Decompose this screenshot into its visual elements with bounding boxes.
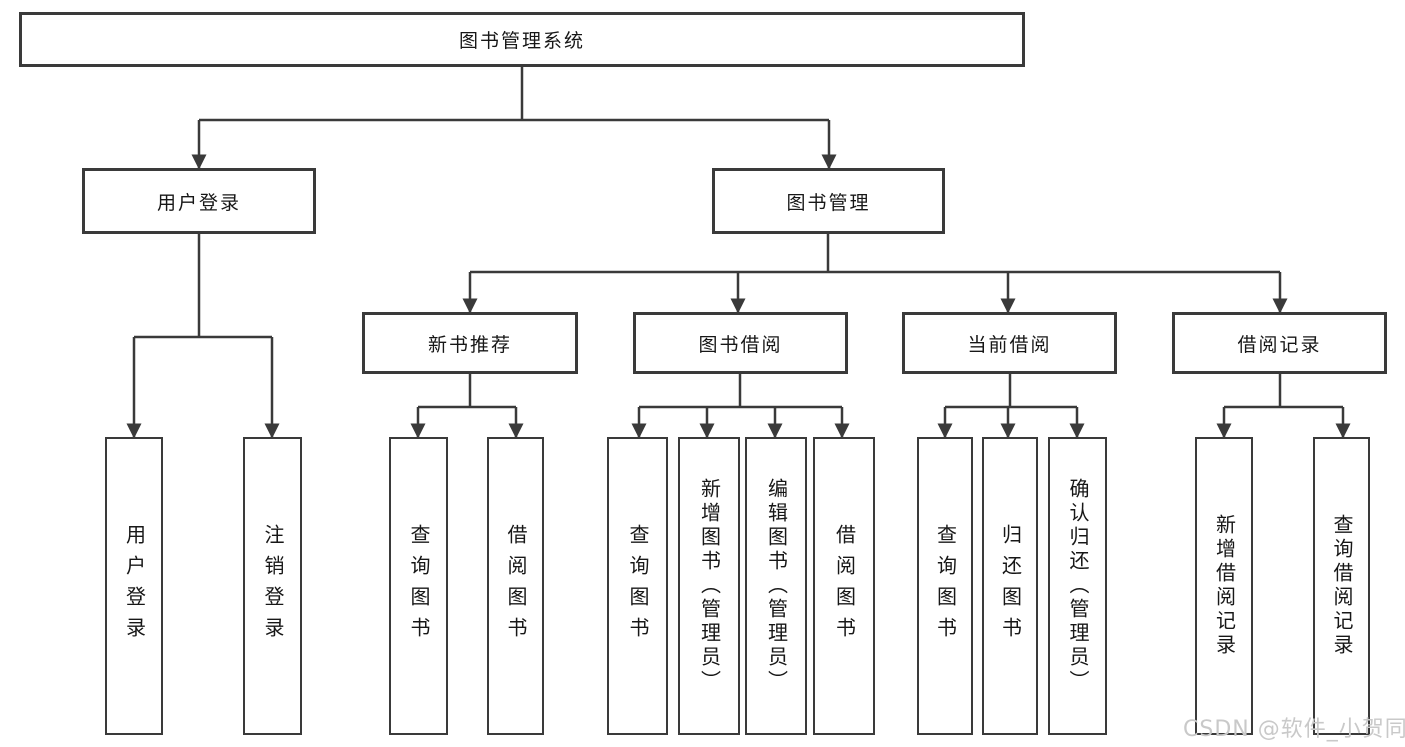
leaf-edit-books-admin-label: 编辑图书（管理员） (764, 478, 789, 694)
node-root-label: 图书管理系统 (458, 30, 585, 52)
node-book-borrow-label: 图书借阅 (698, 333, 783, 356)
node-borrow-record: 借阅记录 (1172, 312, 1387, 374)
leaf-query-books-recommend: 查询图书 (389, 437, 448, 735)
leaf-add-books-admin: 新增图书（管理员） (678, 437, 740, 735)
leaf-query-books-current: 查询图书 (917, 437, 973, 735)
node-user-login-branch-label: 用户登录 (156, 191, 241, 214)
leaf-user-login-label: 用户登录 (122, 524, 147, 648)
leaf-query-books-recommend-label: 查询图书 (407, 524, 431, 648)
node-book-management-label: 图书管理 (786, 191, 871, 214)
node-new-book-recommend-label: 新书推荐 (427, 333, 512, 356)
leaf-borrow-books-label: 借阅图书 (832, 524, 857, 648)
leaf-confirm-return-admin-label: 确认归还（管理员） (1066, 478, 1090, 694)
leaf-query-books-borrow: 查询图书 (607, 437, 668, 735)
leaf-borrow-books-recommend: 借阅图书 (487, 437, 544, 735)
node-new-book-recommend: 新书推荐 (362, 312, 578, 374)
leaf-query-books-borrow-label: 查询图书 (626, 524, 650, 648)
csdn-watermark: CSDN @软件_小贺同学 (1183, 717, 1405, 742)
leaf-borrow-books: 借阅图书 (813, 437, 875, 735)
node-user-login-branch: 用户登录 (82, 168, 316, 234)
leaf-user-login: 用户登录 (105, 437, 163, 735)
leaf-logout-label: 注销登录 (261, 524, 285, 648)
leaf-query-borrow-record-label: 查询借阅记录 (1330, 514, 1354, 658)
leaf-query-borrow-record: 查询借阅记录 (1313, 437, 1370, 735)
leaf-query-books-current-label: 查询图书 (933, 524, 958, 648)
leaf-return-books: 归还图书 (982, 437, 1038, 735)
leaf-confirm-return-admin: 确认归还（管理员） (1048, 437, 1107, 735)
node-book-borrow: 图书借阅 (633, 312, 848, 374)
leaf-add-borrow-record: 新增借阅记录 (1195, 437, 1253, 735)
node-current-borrow-label: 当前借阅 (967, 333, 1052, 356)
leaf-add-books-admin-label: 新增图书（管理员） (697, 478, 722, 694)
node-current-borrow: 当前借阅 (902, 312, 1117, 374)
node-book-management: 图书管理 (712, 168, 945, 234)
leaf-add-borrow-record-label: 新增借阅记录 (1212, 514, 1237, 658)
leaf-return-books-label: 归还图书 (998, 524, 1023, 648)
node-root-system: 图书管理系统 (19, 12, 1025, 67)
leaf-borrow-books-recommend-label: 借阅图书 (504, 524, 528, 648)
leaf-edit-books-admin: 编辑图书（管理员） (745, 437, 807, 735)
leaf-logout: 注销登录 (243, 437, 302, 735)
node-borrow-record-label: 借阅记录 (1237, 333, 1322, 356)
